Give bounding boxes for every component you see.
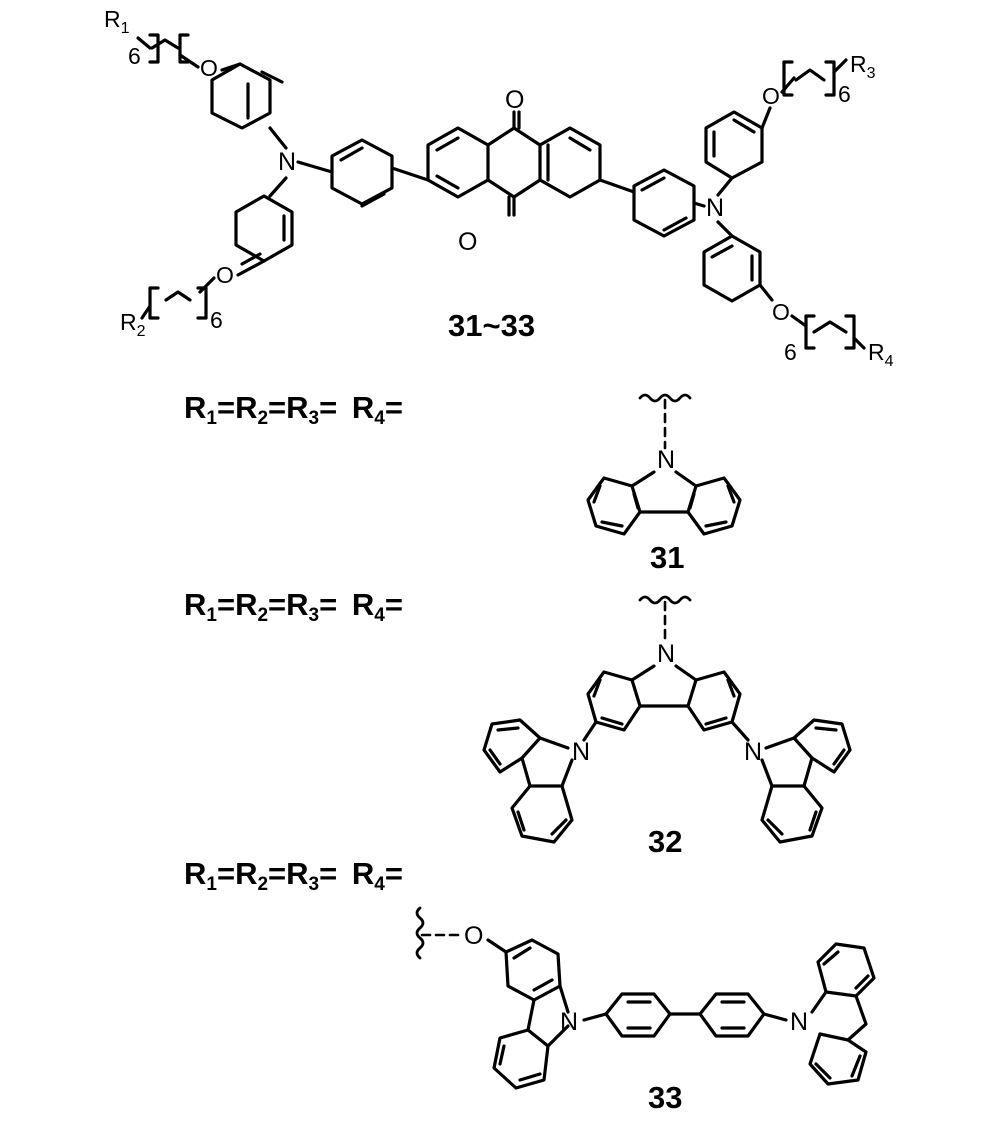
- compound-31-label: 31: [650, 540, 684, 575]
- equation-text: R1=R2=R3= R4=: [184, 856, 403, 895]
- core-label: 31~33: [448, 308, 535, 343]
- core-n-left: N: [278, 148, 296, 176]
- core-r4: R4: [868, 339, 894, 370]
- equation-row-1: R1=R2=R3= R4=: [184, 390, 403, 429]
- c32-n-right: N: [744, 738, 762, 766]
- core-repeat-1: 6: [128, 43, 141, 69]
- equation-text: R1=R2=R3= R4=: [184, 390, 403, 429]
- core-o-upper-right: O: [762, 83, 780, 109]
- core-o-lower-right: O: [772, 299, 790, 325]
- core-r2: R2: [120, 309, 146, 340]
- equation-row-3: R1=R2=R3= R4=: [184, 856, 403, 895]
- c33-o: O: [464, 922, 483, 950]
- core-o-carbonyl-bottom: O: [458, 228, 477, 256]
- equation-row-2: R1=R2=R3= R4=: [184, 587, 403, 626]
- core-repeat-4: 6: [784, 339, 797, 365]
- c33-n-right: N: [790, 1008, 808, 1036]
- core-o-lower-left: O: [216, 262, 234, 288]
- core-o-carbonyl-top: O: [505, 86, 524, 114]
- equation-text: R1=R2=R3= R4=: [184, 587, 403, 626]
- core-n-right: N: [706, 194, 724, 222]
- c33-n-left: N: [560, 1008, 578, 1036]
- core-structure: N O O R1 6 R2 6 N: [104, 6, 894, 370]
- compound-31-structure: N: [586, 393, 742, 536]
- compound-32-label: 32: [648, 824, 682, 859]
- core-r1: R1: [104, 6, 130, 37]
- core-repeat-3: 6: [838, 81, 851, 107]
- c31-n: N: [657, 446, 675, 474]
- compound-33-label: 33: [648, 1080, 682, 1115]
- c32-n-center: N: [657, 640, 675, 668]
- compound-33-structure: O N N: [415, 906, 876, 1090]
- core-repeat-2: 6: [210, 307, 223, 333]
- core-r3: R3: [850, 51, 876, 82]
- c32-n-left: N: [572, 738, 590, 766]
- core-o-upper-left: O: [200, 55, 218, 81]
- compound-32-structure: N N N: [482, 595, 852, 844]
